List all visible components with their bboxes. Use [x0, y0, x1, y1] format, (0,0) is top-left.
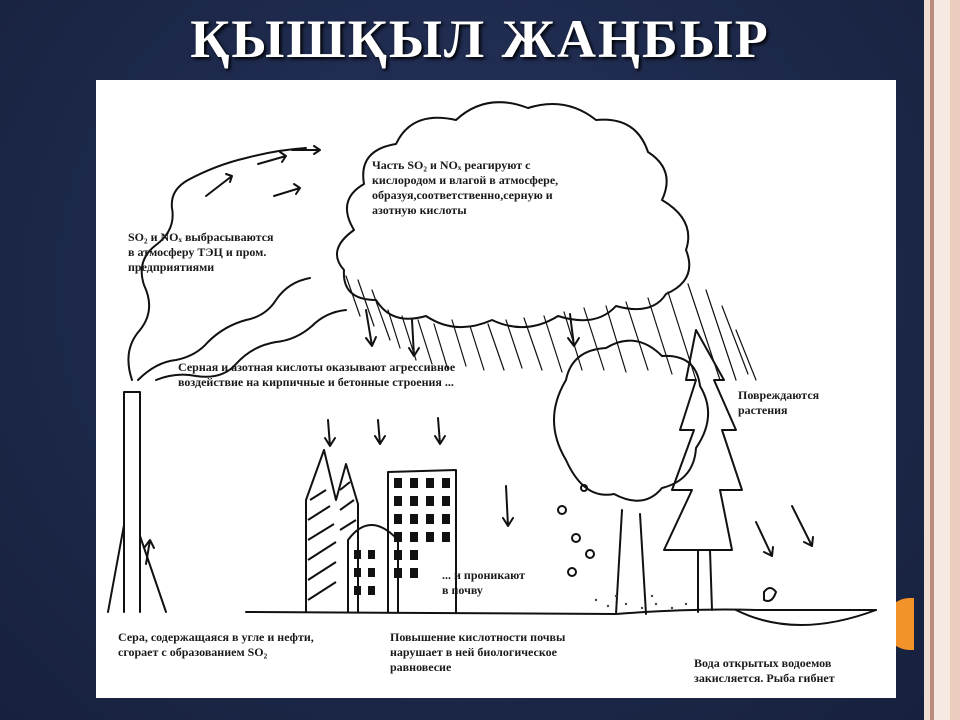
sulfur-label: Сера, содержащаяся в угле и нефти, сгора…: [118, 630, 314, 659]
soil-label: ... и проникают в почву: [442, 568, 525, 597]
diagram-drawing: [107, 101, 877, 626]
fish: [763, 587, 777, 602]
smoke-plume: [127, 147, 307, 381]
tree-trunk: [615, 509, 647, 615]
wind-arrow: [273, 183, 301, 197]
cloud: [335, 101, 691, 329]
tree-crown: [553, 339, 710, 502]
wind-arrow: [205, 173, 233, 197]
windows: [354, 478, 450, 595]
spire-hatching: [307, 481, 357, 601]
cloud-label: Часть SO₂ и NOₓ реагируют с кислородом и…: [372, 158, 559, 217]
building-spires: [305, 449, 359, 613]
water: [735, 609, 877, 626]
smoke-plume: [137, 277, 311, 381]
slide-title: ҚЫШҚЫЛ ЖАҢБЫР: [190, 9, 770, 69]
wind-arrow: [291, 145, 321, 155]
right-border-stripe: [950, 0, 960, 720]
wind-arrow: [257, 151, 287, 165]
rain-arrow: [502, 485, 514, 527]
buildings-label: Серная и азотная кислоты оказывают агрес…: [178, 360, 456, 389]
soil-dots: [594, 594, 688, 610]
smoke-plume: [155, 309, 347, 381]
rain-arrow: [408, 319, 420, 357]
water-label: Вода открытых водоемов закисляется. Рыба…: [694, 656, 835, 685]
plants-label: Повреждаются растения: [738, 388, 820, 417]
right-border-stripe: [924, 0, 930, 720]
rain-arrow: [365, 309, 377, 347]
emissions-label: SO₂ и NOₓ выбрасываются в атмосферу ТЭЦ …: [128, 230, 274, 274]
rain-arrow: [791, 505, 814, 547]
rain-arrow: [434, 417, 446, 445]
acid-rain-diagram: SO₂ и NOₓ выбрасываются в атмосферу ТЭЦ …: [96, 80, 896, 698]
rain-arrow: [755, 521, 774, 557]
ground-line: [245, 608, 877, 615]
acidity-label: Повышение кислотности почвы нарушает в н…: [390, 630, 566, 674]
right-border-stripe: [930, 0, 934, 720]
building-tall: [387, 469, 457, 613]
rain-arrow: [143, 539, 155, 565]
rain-arrow: [567, 313, 580, 347]
rain-arrow: [374, 419, 386, 445]
rain-arrow: [324, 419, 336, 447]
chimney: [123, 391, 141, 613]
